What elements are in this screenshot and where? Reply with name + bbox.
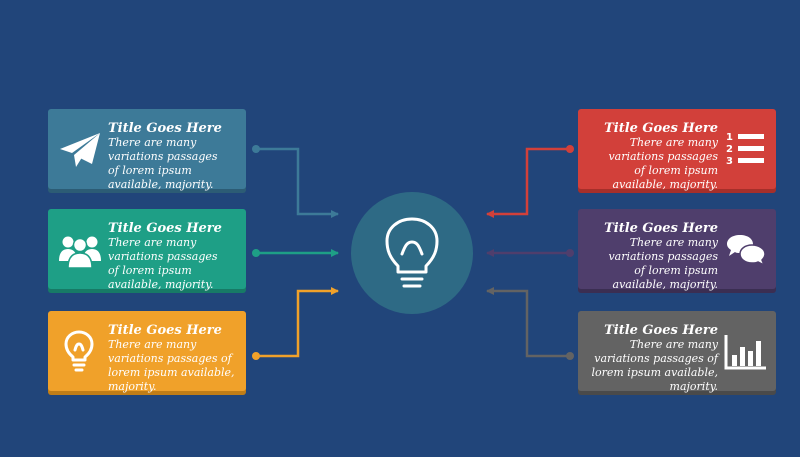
svg-text:2: 2 (726, 144, 733, 155)
connector-right-2 (486, 249, 574, 257)
speech-bubbles-icon (727, 235, 766, 267)
numbered-list-icon: 1 2 3 (726, 132, 764, 167)
card-title: Title Goes Here (108, 221, 222, 236)
svg-text:1: 1 (726, 132, 733, 143)
paper-plane-icon (60, 133, 100, 167)
card-right-2: Title Goes Here There are many variation… (578, 209, 776, 291)
card-title: Title Goes Here (604, 323, 718, 338)
card-body: There are many variations passages of lo… (608, 236, 718, 291)
center-lightbulb-icon (385, 217, 439, 288)
card-right-3: Title Goes Here There are many variation… (578, 311, 776, 393)
card-body: There are many variations passages of lo… (108, 338, 235, 393)
card-left-2: Title Goes Here There are many variation… (48, 209, 246, 291)
card-title: Title Goes Here (604, 221, 718, 236)
card-body: There are many variations passages of lo… (608, 136, 718, 191)
connector-left-3 (252, 287, 339, 360)
connector-left-2 (252, 249, 339, 257)
card-left-3: Title Goes Here There are many variation… (48, 311, 246, 393)
connector-right-3 (486, 287, 574, 360)
lightbulb-icon (64, 330, 94, 372)
card-body: There are many variations passages of lo… (108, 136, 218, 191)
center-hub (351, 192, 473, 314)
card-body: There are many variations passages of lo… (591, 338, 718, 393)
card-body: There are many variations passages of lo… (108, 236, 218, 291)
connector-left-1 (252, 145, 339, 218)
card-left-1: Title Goes Here There are many variation… (48, 109, 246, 191)
card-title: Title Goes Here (108, 323, 222, 338)
connector-right-1 (486, 145, 574, 218)
card-title: Title Goes Here (604, 121, 718, 136)
card-right-1: 1 2 3 Title Goes Here There are many var… (578, 109, 776, 191)
card-title: Title Goes Here (108, 121, 222, 136)
svg-text:3: 3 (726, 156, 733, 167)
people-group-icon (59, 236, 101, 269)
bar-chart-icon (724, 335, 766, 370)
